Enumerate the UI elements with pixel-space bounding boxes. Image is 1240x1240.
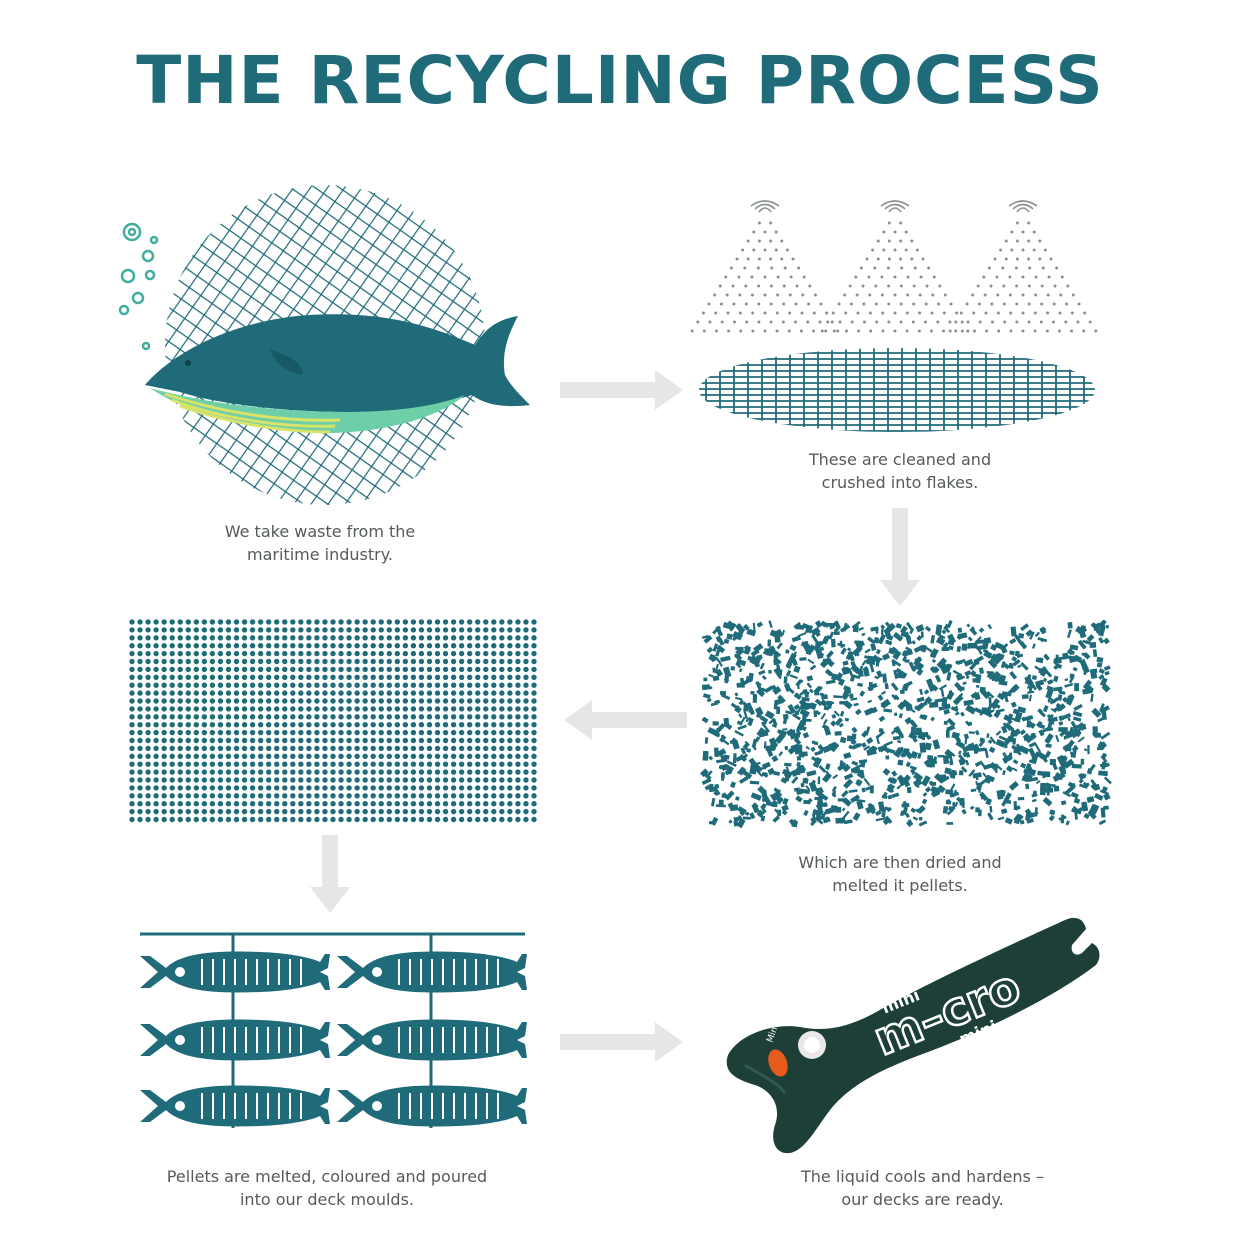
arrow-down-icon xyxy=(880,508,920,606)
whale-icon xyxy=(145,314,530,434)
flakes-icon xyxy=(700,620,1112,828)
scooter-deck-illustration: m–cro mini mini Mini xyxy=(726,917,1100,1154)
step-flakes-caption: Which are then dried and melted it pelle… xyxy=(798,853,1002,895)
pellet-dots-icon xyxy=(129,619,537,823)
arrow-right-icon xyxy=(560,370,683,410)
step-moulds-caption: Pellets are melted, coloured and poured … xyxy=(166,1167,488,1209)
arrow-left-icon xyxy=(564,700,687,740)
spray-net-illustration xyxy=(690,200,1098,432)
flattened-net-icon xyxy=(699,348,1095,432)
step-deck-caption: The liquid cools and hardens – our decks… xyxy=(801,1167,1044,1209)
arrow-right-icon-2 xyxy=(560,1022,683,1062)
fish-mould-icons xyxy=(140,951,527,1127)
pellets-illustration xyxy=(129,619,537,823)
spray-nozzles-icon xyxy=(690,200,1098,333)
fish-moulds-illustration xyxy=(140,932,527,1128)
page-title: THE RECYCLING PROCESS xyxy=(136,42,1104,119)
arrow-down-icon-2 xyxy=(310,835,350,913)
flakes-illustration xyxy=(700,620,1112,828)
step-clean-caption: These are cleaned and crushed into flake… xyxy=(808,450,992,492)
whale-net-illustration xyxy=(118,185,530,505)
bubbles-icon xyxy=(118,222,159,351)
step-waste-caption: We take waste from the maritime industry… xyxy=(224,522,416,564)
deck-icon xyxy=(726,917,1100,1154)
